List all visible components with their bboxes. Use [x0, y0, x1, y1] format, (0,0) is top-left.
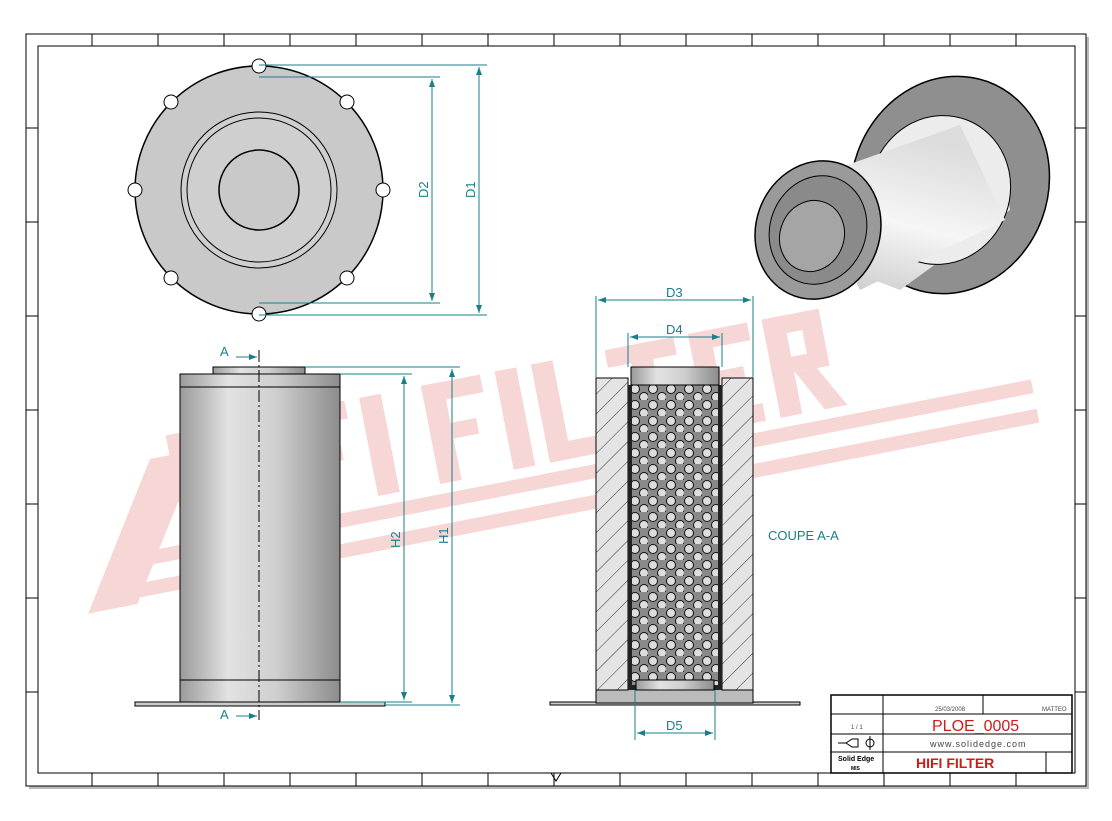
projection-symbol-icon [838, 736, 875, 750]
isometric-view [754, 75, 1051, 300]
website: www.solidedge.com [929, 739, 1027, 749]
zone-ticks [26, 34, 1086, 786]
units: MIS [851, 766, 861, 772]
dimension-d4: D4 [666, 322, 683, 337]
section-marker-top: A [220, 344, 229, 359]
dimension-h2: H2 [388, 531, 403, 548]
dimension-d5: D5 [666, 718, 683, 733]
drawing-title: PLOE_0005 [932, 718, 1019, 735]
dimension-d3: D3 [666, 285, 683, 300]
title-block: 25/03/2008 MATTEO 1 / 1 PLOE_0005 www.so… [830, 694, 1073, 774]
date-value: 25/03/2008 [935, 707, 966, 713]
center-mark-icon [550, 772, 562, 782]
front-view [134, 350, 386, 720]
top-view [127, 58, 391, 322]
section-view [549, 366, 801, 706]
top-view-dimensions [259, 64, 487, 316]
section-view-dimensions [595, 296, 754, 740]
company-name: HIFI FILTER [916, 755, 994, 771]
scale-value: 1 / 1 [851, 725, 863, 731]
section-label: COUPE A-A [768, 528, 839, 543]
section-marker-bottom: A [220, 707, 229, 722]
front-view-dimensions [305, 366, 460, 706]
dimension-d2: D2 [416, 181, 431, 198]
dimension-d1: D1 [463, 181, 478, 198]
drawn-by-value: MATTEO [1042, 707, 1067, 713]
dimension-h1: H1 [436, 527, 451, 544]
software-name: Solid Edge [838, 756, 874, 763]
